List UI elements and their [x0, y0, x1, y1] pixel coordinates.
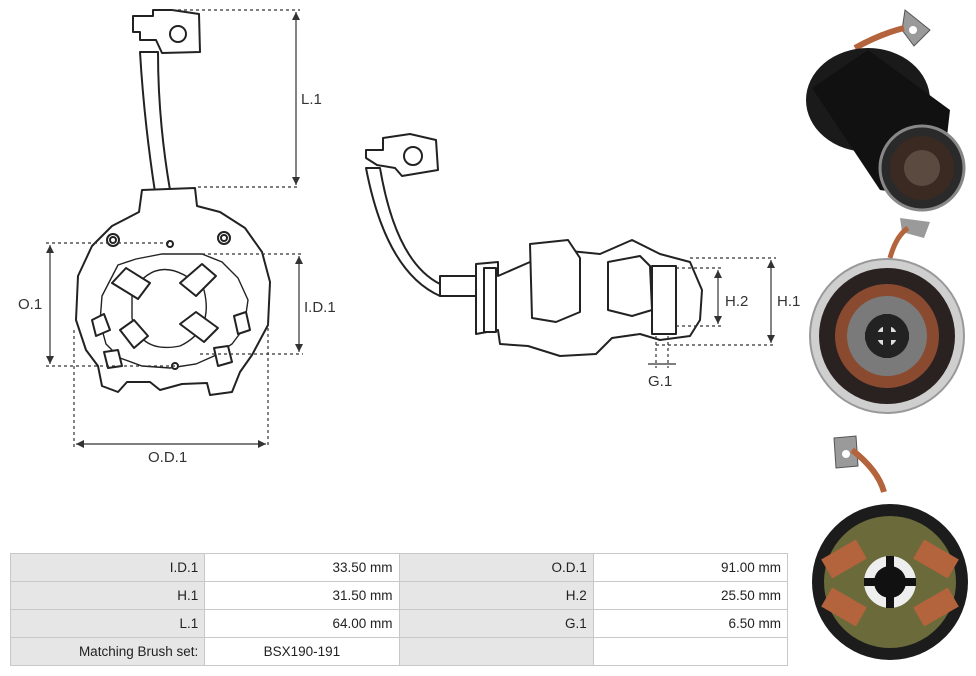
- spec-label: I.D.1: [9, 553, 206, 582]
- table-row: H.1 31.50 mm H.2 25.50 mm: [9, 581, 789, 610]
- h1-label: H.1: [777, 293, 800, 310]
- photo-brush-holder: [812, 435, 968, 660]
- side-brush-box: [529, 239, 581, 323]
- rivet: [166, 240, 174, 248]
- side-view: H.2 H.1 G.1: [365, 133, 800, 390]
- lead-wire: [139, 51, 171, 193]
- photo-motor-end-view: [809, 218, 965, 414]
- spec-label: [398, 637, 594, 666]
- photo-motor-housing: [806, 9, 966, 212]
- spec-label: O.D.1: [398, 553, 594, 582]
- od1-label: O.D.1: [148, 449, 187, 466]
- side-lug-hole: [403, 146, 423, 166]
- spec-value: 31.50 mm: [204, 581, 400, 610]
- specs-table: I.D.1 33.50 mm O.D.1 91.00 mm H.1 31.50 …: [9, 553, 789, 666]
- side-terminal-lug: [365, 133, 439, 177]
- rivet-inner: [109, 236, 117, 244]
- table-row: I.D.1 33.50 mm O.D.1 91.00 mm: [9, 553, 789, 582]
- side-brush: [651, 265, 677, 335]
- spec-value: 33.50 mm: [204, 553, 400, 582]
- front-view: L.1 O.1 I.D.1 O.D.1: [18, 9, 336, 466]
- spec-value: [592, 637, 789, 666]
- table-row: Matching Brush set: BSX190-191: [9, 637, 789, 666]
- wire-crimp: [439, 275, 479, 297]
- g1-label: G.1: [648, 373, 672, 390]
- side-flange: [483, 267, 497, 333]
- terminal-lug: [132, 9, 201, 54]
- spec-value: 64.00 mm: [204, 609, 400, 638]
- rivet-inner: [220, 234, 228, 242]
- side-brush-box: [607, 255, 653, 317]
- spec-label: H.2: [398, 581, 594, 610]
- o1-label: O.1: [18, 296, 42, 313]
- h2-label: H.2: [725, 293, 748, 310]
- lug-hole: [169, 25, 187, 43]
- spec-label: G.1: [398, 609, 594, 638]
- spec-value: 6.50 mm: [592, 609, 789, 638]
- l1-label: L.1: [301, 91, 322, 108]
- spec-label: Matching Brush set:: [9, 637, 206, 666]
- brush-boxes: [91, 263, 251, 369]
- matching-brush-set-link[interactable]: BSX190-191: [204, 637, 400, 666]
- spec-label: H.1: [9, 581, 206, 610]
- spec-value: 25.50 mm: [592, 581, 789, 610]
- spec-value: 91.00 mm: [592, 553, 789, 582]
- table-row: L.1 64.00 mm G.1 6.50 mm: [9, 609, 789, 638]
- id1-label: I.D.1: [304, 299, 336, 316]
- spec-label: L.1: [9, 609, 206, 638]
- side-lead-wire: [365, 167, 441, 297]
